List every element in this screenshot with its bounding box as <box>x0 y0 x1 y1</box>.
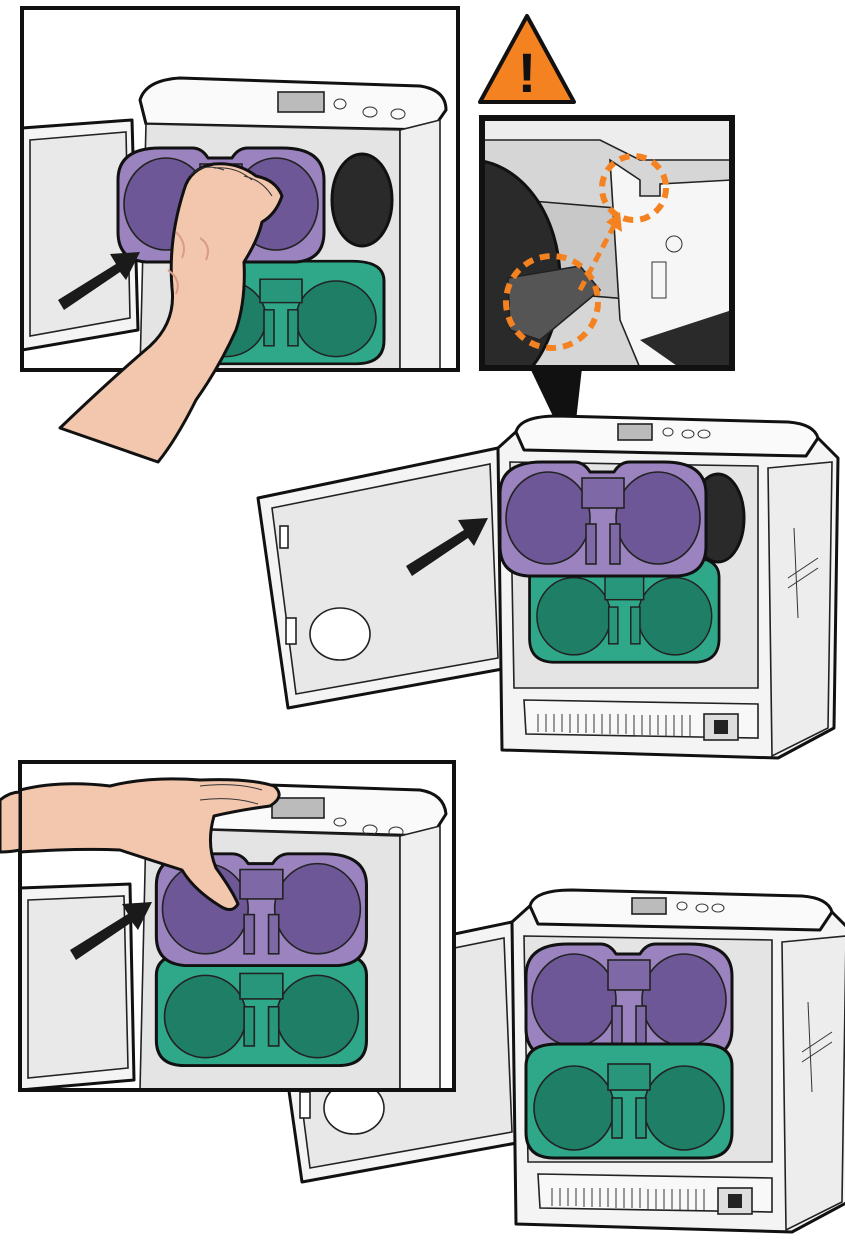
warning-triangle-icon: ! <box>480 16 574 104</box>
closeup-press-cartridges-panel <box>0 762 845 1232</box>
warning-glyph: ! <box>518 41 537 104</box>
closeup-insert-purple-panel <box>22 8 458 462</box>
printer-overview-step2 <box>258 416 838 758</box>
